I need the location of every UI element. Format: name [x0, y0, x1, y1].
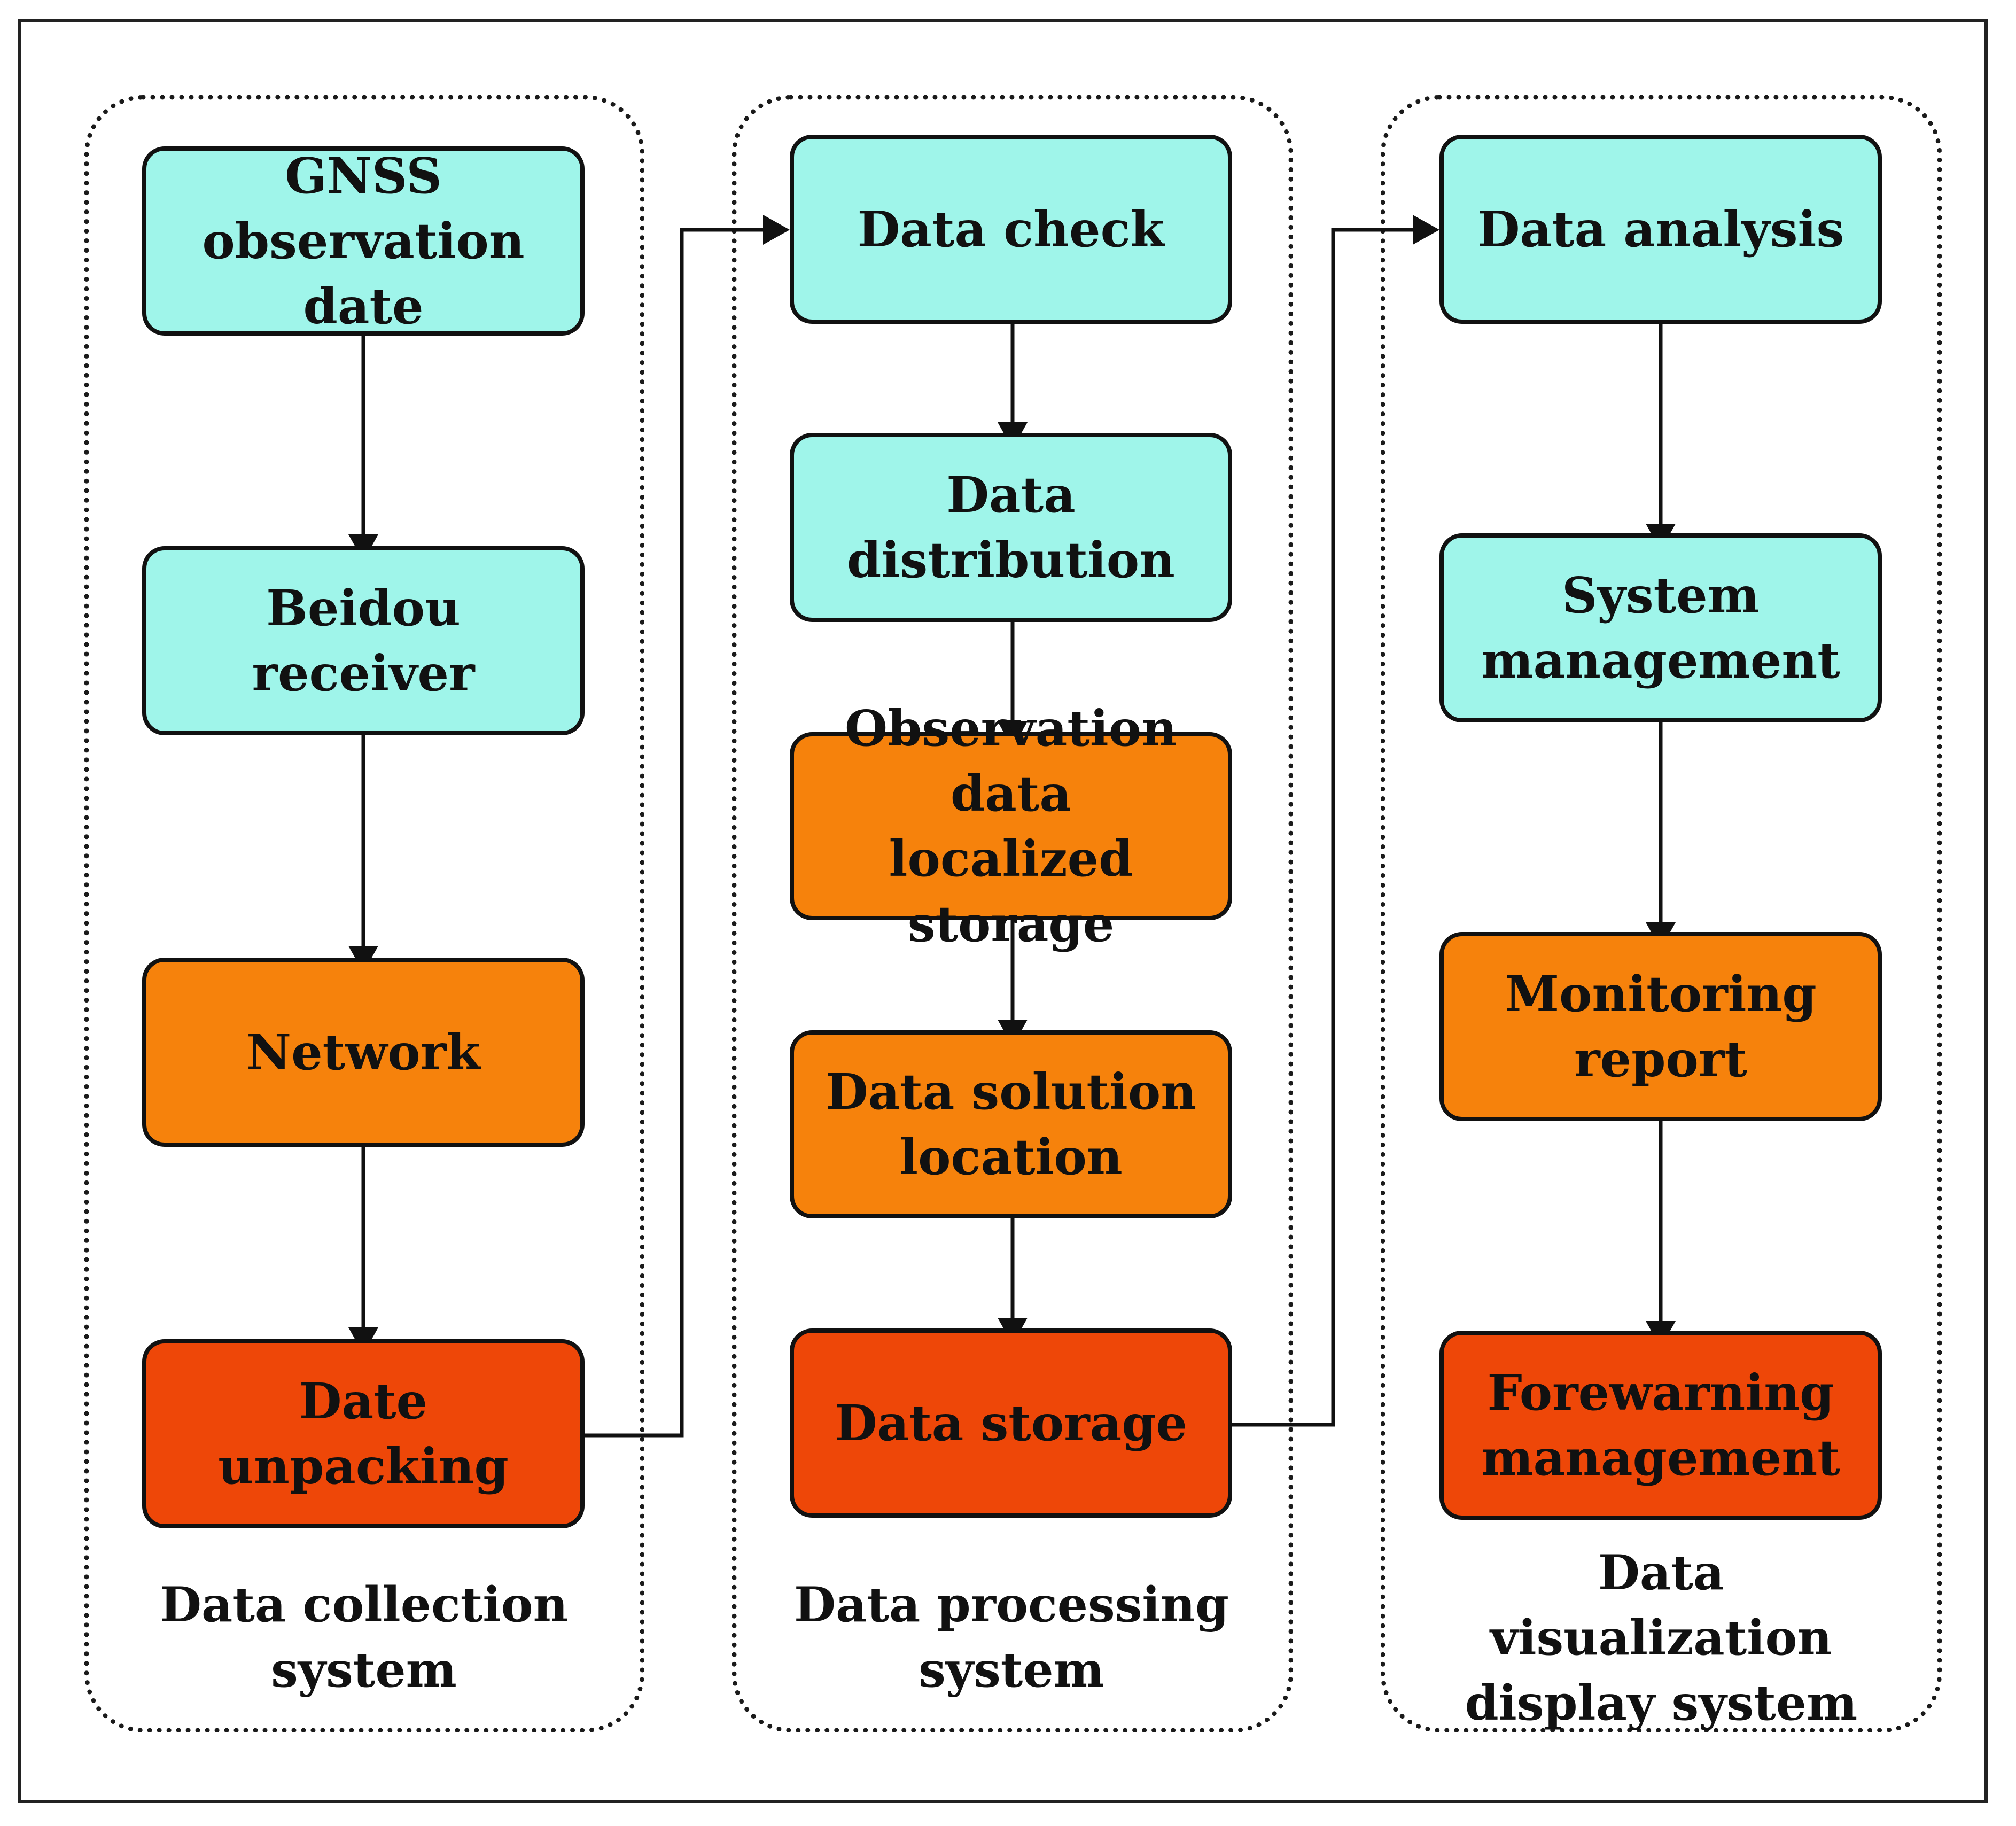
- node-data-storage: Data storage: [790, 1328, 1232, 1518]
- arrow-unpacking-to-check: [585, 228, 787, 1438]
- node-network: Network: [142, 958, 585, 1147]
- arrowhead-check: [763, 215, 790, 245]
- node-system-management: System management: [1439, 533, 1882, 722]
- node-date-unpacking: Date unpacking: [142, 1339, 585, 1528]
- group-data-collection: [84, 95, 644, 1732]
- node-forewarning-management: Forewarning management: [1439, 1331, 1882, 1520]
- group-label-data-visualization: Data visualization display system: [1465, 1544, 1858, 1731]
- arrowhead-analysis: [1413, 215, 1439, 245]
- group-data-visualization: [1381, 95, 1942, 1732]
- node-localized-storage: Observation data localized storage: [790, 700, 1232, 953]
- arrow-storage-to-analysis: [1232, 228, 1436, 1427]
- node-data-distribution: Data distribution: [790, 433, 1232, 622]
- node-data-analysis: Data analysis: [1439, 135, 1882, 324]
- node-gnss-observation: GNSS observation date: [142, 146, 585, 336]
- group-data-processing: [732, 95, 1293, 1732]
- group-label-data-processing: Data processing system: [794, 1576, 1229, 1698]
- node-beidou-receiver: Beidou receiver: [142, 546, 585, 735]
- node-data-check: Data check: [790, 135, 1232, 324]
- node-data-solution: Data solution location: [790, 1030, 1232, 1218]
- group-label-data-collection: Data collection system: [159, 1576, 569, 1698]
- node-monitoring-report: Monitoring report: [1439, 932, 1882, 1121]
